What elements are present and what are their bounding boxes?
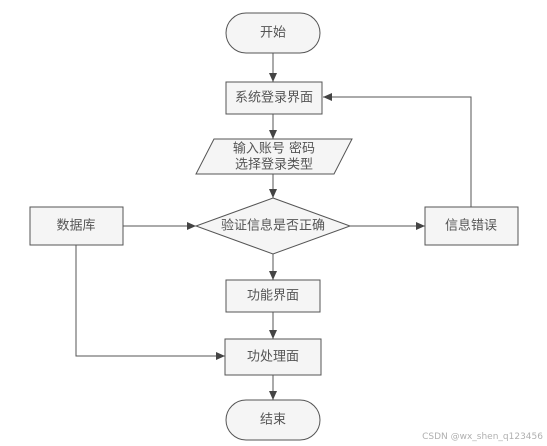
arrow-database-to-process [75,245,225,360]
input-label-line1: 输入账号 密码 [233,141,315,157]
error-node: 信息错误 [424,206,519,246]
input-label-line2: 选择登录类型 [235,158,313,173]
database-label: 数据库 [56,218,95,234]
validate-label: 验证信息是否正确 [221,218,325,234]
database-node: 数据库 [29,206,124,246]
validate-node: 验证信息是否正确 [194,197,352,255]
connectors [75,53,472,400]
input-node: 输入账号 密码 选择登录类型 [195,138,353,175]
watermark: CSDN @wx_shen_q123456 [422,432,543,442]
login-node: 系统登录界面 [225,81,323,115]
process-page-node: 功处理面 [224,338,322,376]
error-label: 信息错误 [445,218,497,234]
function-page-node: 功能界面 [225,279,321,313]
process-page-label: 功处理面 [247,350,299,365]
function-page-label: 功能界面 [247,289,299,304]
arrow-error-to-login [323,93,472,207]
start-node: 开始 [225,12,321,54]
end-label: 结束 [260,413,286,428]
start-label: 开始 [260,26,286,41]
end-node: 结束 [225,399,321,441]
login-label: 系统登录界面 [235,91,313,106]
